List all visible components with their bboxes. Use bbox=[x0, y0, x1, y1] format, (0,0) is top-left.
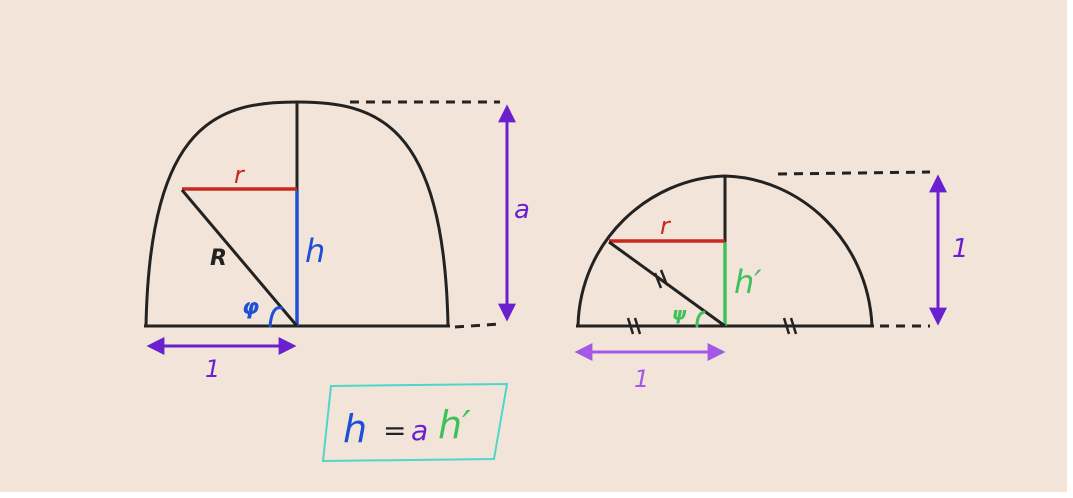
right-right-base-tick-marks bbox=[782, 317, 798, 335]
right-label-h-prime: h′ bbox=[734, 263, 762, 301]
formula-lhs-h: h bbox=[343, 407, 367, 451]
right-slant-tick-marks bbox=[653, 269, 669, 289]
left-label-R: R bbox=[210, 246, 227, 271]
formula-rhs-h-prime: h′ bbox=[438, 403, 471, 447]
right-left-base-tick-marks bbox=[626, 317, 642, 335]
right-angle-psi-arc bbox=[695, 310, 706, 328]
left-angle-phi-arc bbox=[268, 306, 284, 328]
right-label-height-1: 1 bbox=[952, 234, 969, 264]
right-label-r: r bbox=[660, 212, 672, 240]
formula-box: h = a h′ bbox=[321, 382, 509, 463]
left-label-a: a bbox=[514, 195, 530, 225]
formula-border bbox=[321, 382, 509, 463]
formula-coef-a: a bbox=[411, 414, 428, 447]
left-label-h: h bbox=[305, 232, 325, 270]
left-bottom-dashed-guide bbox=[454, 322, 501, 329]
formula-equals: = bbox=[383, 414, 406, 447]
left-figure: r R h φ a 1 bbox=[144, 100, 530, 383]
right-top-dashed-guide bbox=[777, 170, 931, 176]
left-label-phi: φ bbox=[242, 295, 259, 320]
right-figure: r h′ ψ 1 1 bbox=[574, 170, 969, 393]
left-label-base-1: 1 bbox=[205, 355, 220, 383]
right-label-psi: ψ bbox=[672, 304, 687, 325]
left-slant-R-line bbox=[180, 189, 299, 327]
right-label-base-1: 1 bbox=[634, 365, 649, 393]
left-label-r: r bbox=[234, 161, 246, 189]
